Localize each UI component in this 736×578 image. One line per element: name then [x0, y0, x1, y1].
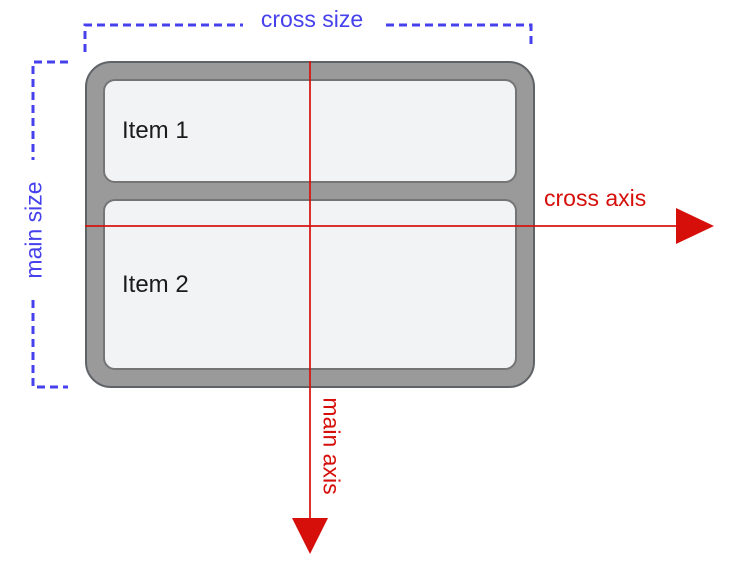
main-size-label: main size: [20, 181, 47, 279]
flex-item-2: Item 2: [103, 199, 517, 370]
cross-axis-arrowhead: [676, 208, 714, 244]
flex-item-1-label: Item 1: [122, 117, 189, 144]
flex-item-2-label: Item 2: [122, 270, 189, 298]
cross-size-label: cross size: [260, 6, 364, 32]
main-axis-arrowhead: [292, 518, 328, 554]
main-size-bracket: [31, 60, 68, 389]
main-axis-label: main axis: [318, 397, 345, 495]
flex-container: Item 1 Item 2: [85, 61, 535, 388]
flex-item-1: Item 1: [103, 79, 517, 183]
cross-axis-label: cross axis: [544, 185, 647, 211]
cross-size-bracket: [83, 23, 533, 52]
